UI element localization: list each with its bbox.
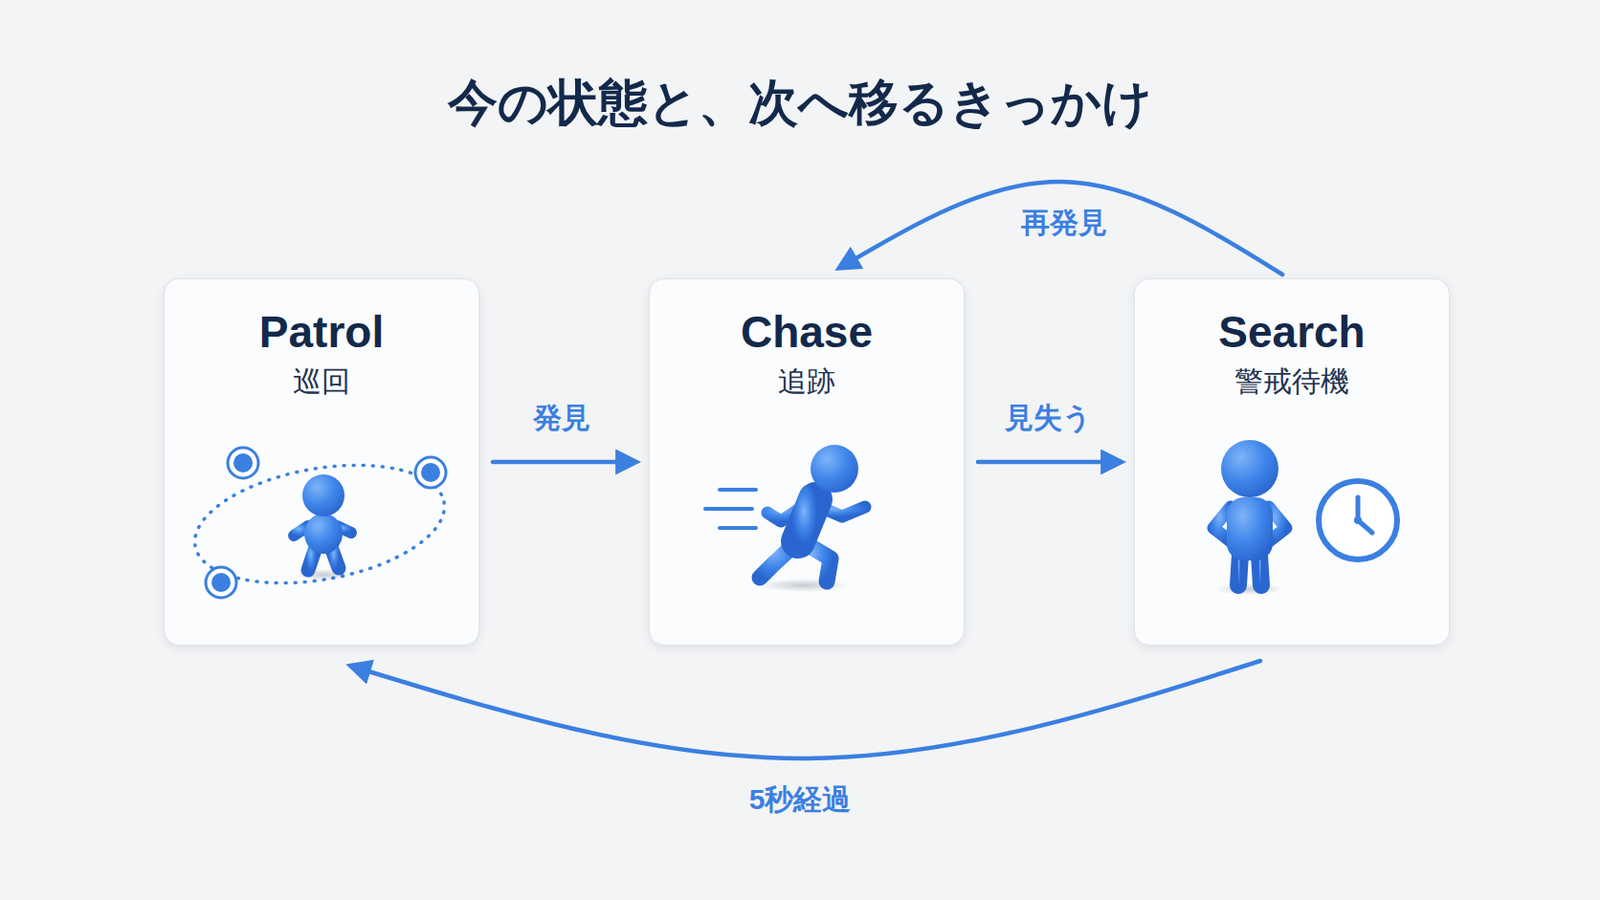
state-subtitle: 警戒待機 (1134, 361, 1449, 402)
state-box: Chase追跡 (648, 278, 965, 646)
transition-label: 発見 (533, 399, 591, 439)
transition-arrow (841, 181, 1283, 275)
transition-label: 見失う (1004, 399, 1092, 439)
state-name: Patrol (164, 304, 479, 360)
diagram-title: 今の状態と、次へ移るきっかけ (0, 70, 1600, 134)
state-subtitle: 巡回 (164, 361, 479, 402)
state-subtitle: 追跡 (649, 361, 964, 402)
transition-arrow (353, 661, 1261, 759)
state-name: Search (1134, 304, 1449, 360)
state-name: Chase (649, 304, 964, 360)
transition-arrow (492, 460, 634, 466)
transition-label: 5秒経過 (749, 780, 852, 821)
transition-arrow (977, 460, 1119, 466)
transition-label: 再発見 (1021, 203, 1108, 244)
state-box: Search警戒待機 (1133, 278, 1450, 646)
state-box: Patrol巡回 (163, 278, 480, 646)
